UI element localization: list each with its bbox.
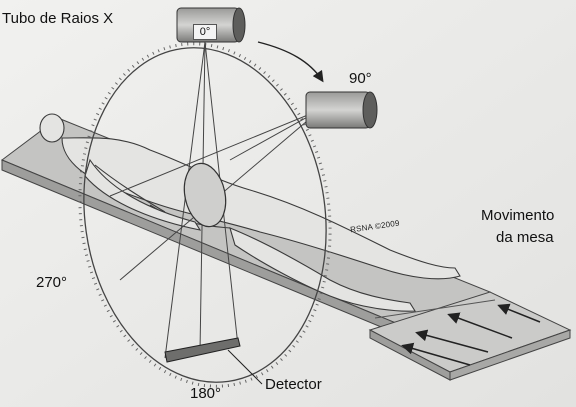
gantry-ring xyxy=(83,47,327,383)
rotation-arrow xyxy=(257,41,324,83)
angle-270-label: 270° xyxy=(36,274,68,291)
detector-bar xyxy=(164,337,241,363)
patient xyxy=(39,113,461,312)
gantry-ticks xyxy=(78,42,332,388)
detector-label: Detector xyxy=(265,376,322,393)
slice-section xyxy=(183,162,227,228)
tube-label: Tubo de Raios X xyxy=(2,10,114,27)
detector-leader xyxy=(227,349,263,385)
angle-90-label: 90° xyxy=(349,70,372,87)
angle-0-label: 0° xyxy=(193,24,217,40)
table-movement-label-1: Movimento xyxy=(481,207,555,224)
table-movement-arrows xyxy=(401,303,541,366)
xray-tube-90 xyxy=(305,91,378,129)
angle-180-label: 180° xyxy=(190,385,222,402)
table-movement-label-2: da mesa xyxy=(496,229,554,246)
